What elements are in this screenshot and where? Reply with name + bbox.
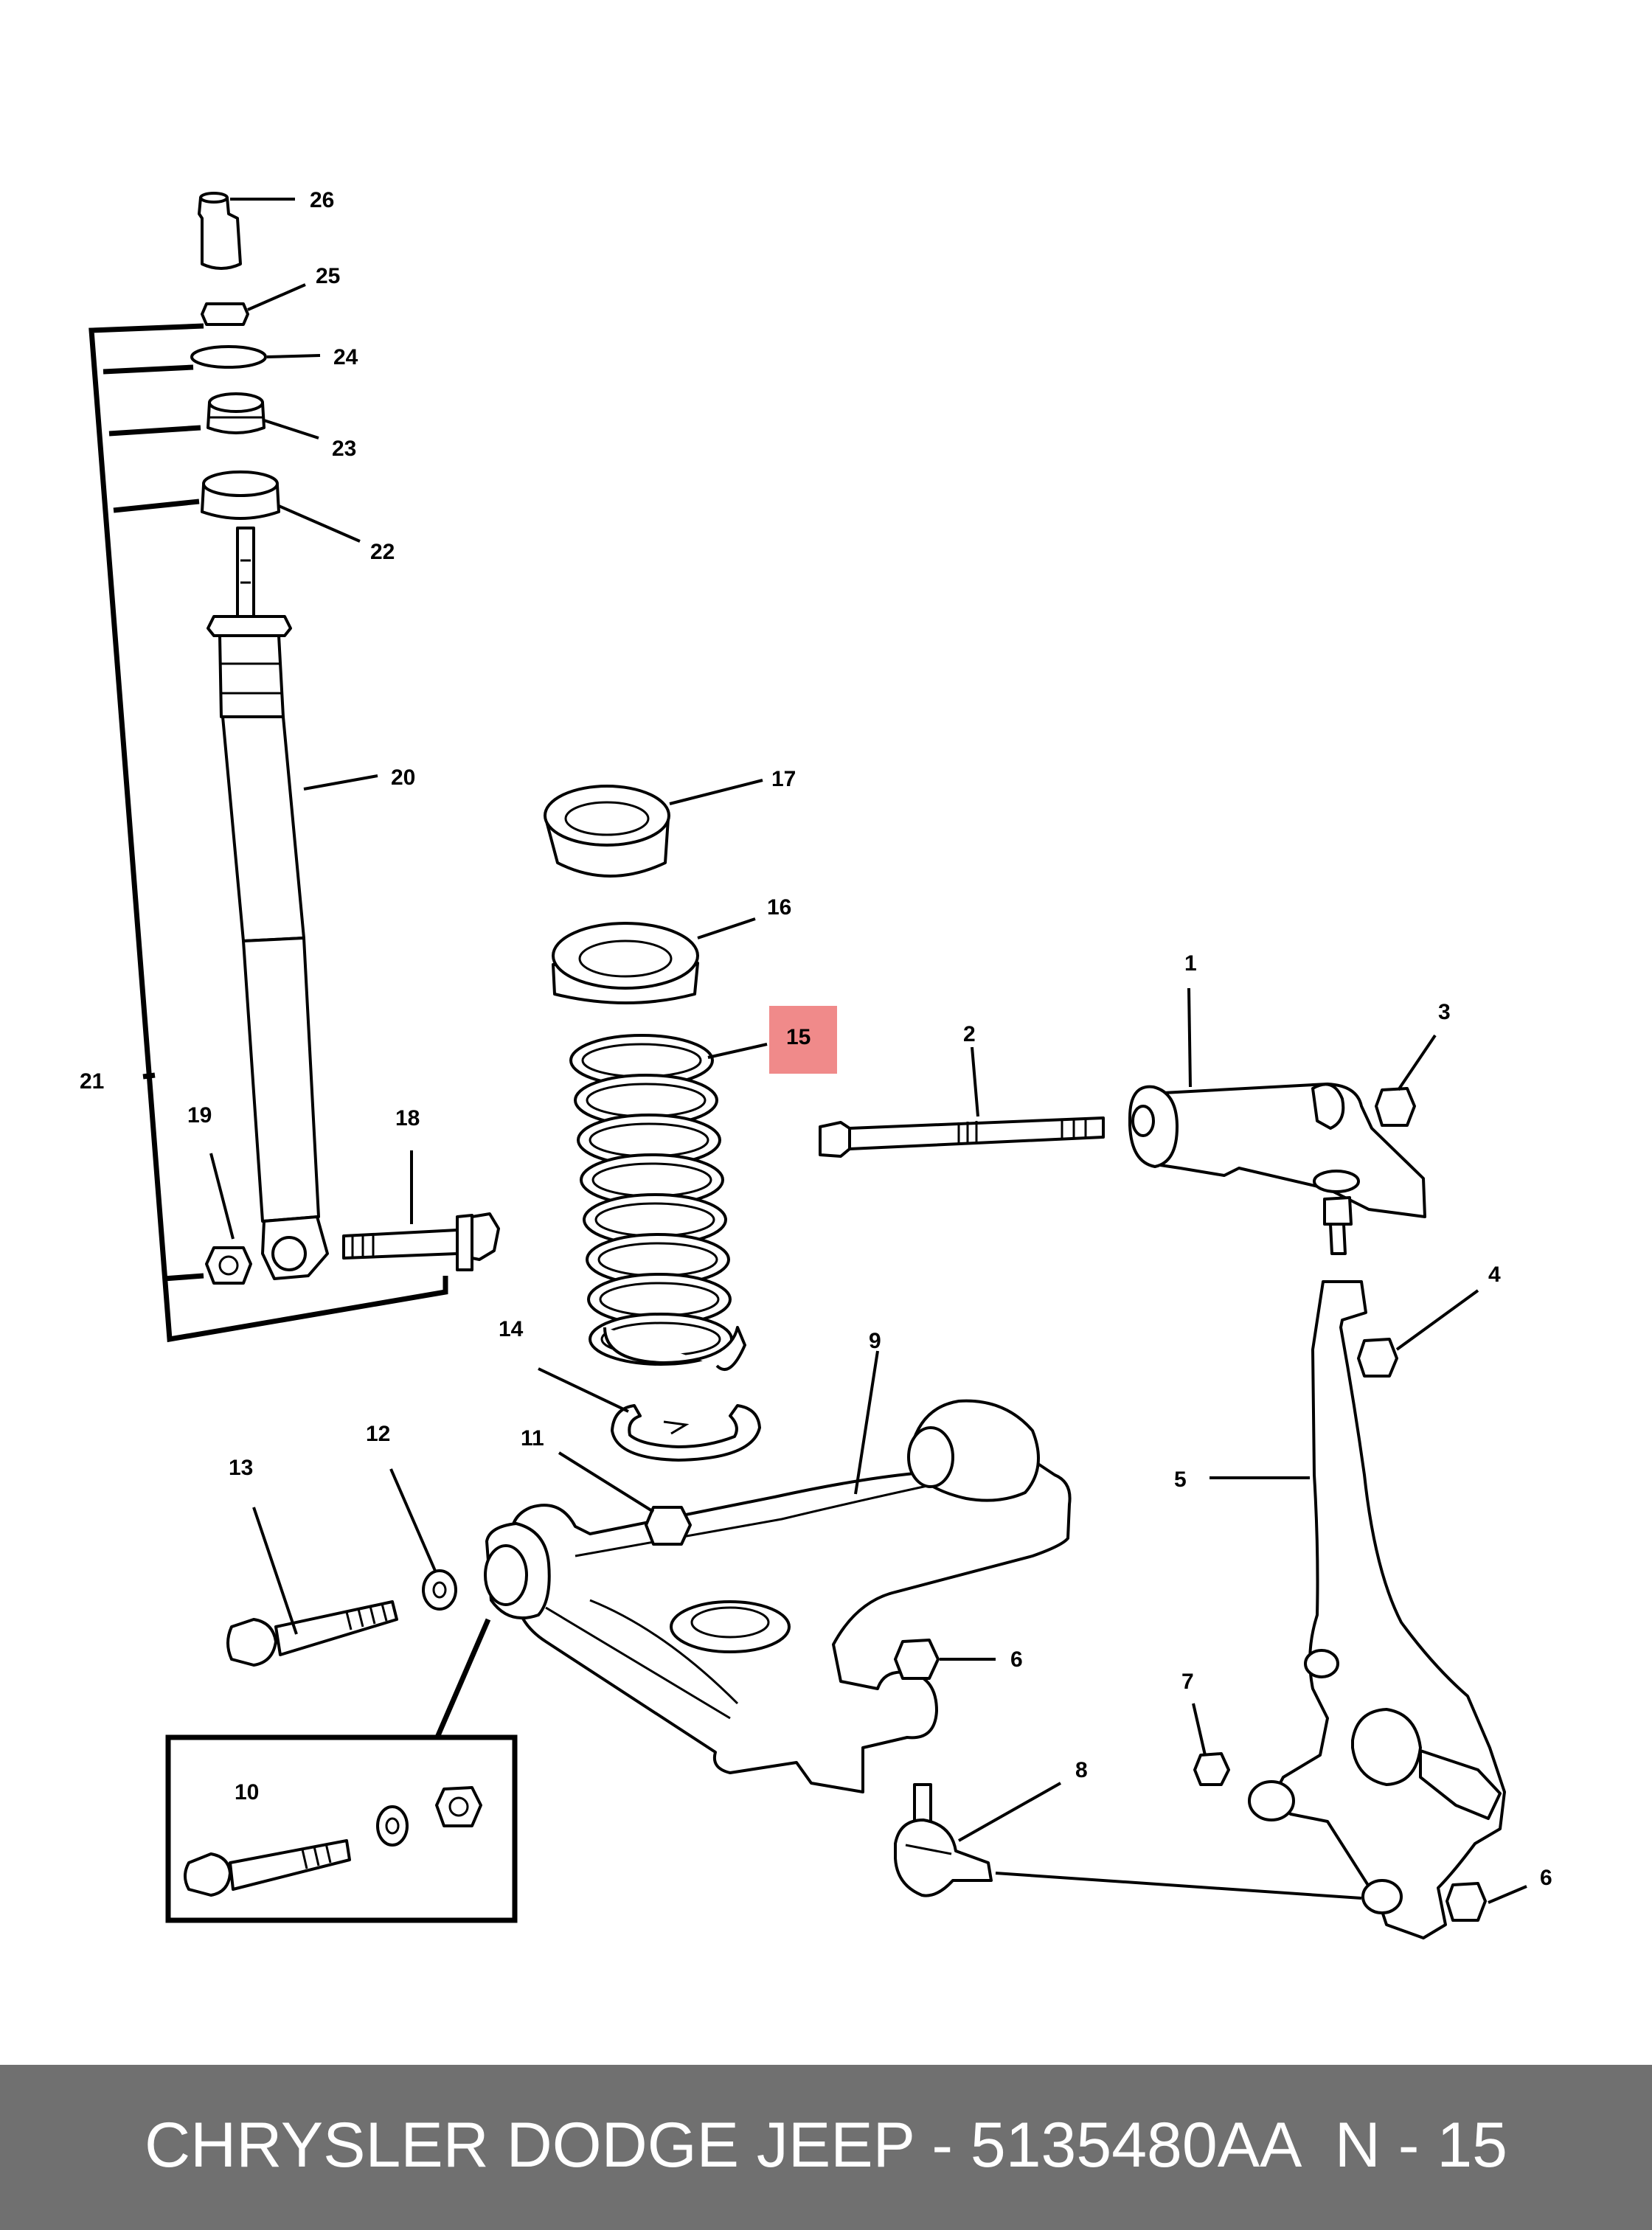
leader-lines: [209, 198, 1527, 1904]
callout-18[interactable]: 18: [395, 1106, 420, 1130]
part-9-lower-control-arm: [484, 1399, 1072, 1793]
part-8-ball-joint: [894, 1783, 993, 1897]
part-13-bolt: [226, 1600, 398, 1667]
callout-13[interactable]: 13: [229, 1456, 253, 1480]
part-22-mount: [201, 470, 280, 520]
part-18-bolt: [342, 1212, 500, 1271]
part-19-nut: [205, 1246, 252, 1285]
part-15-coil-spring: [569, 1034, 746, 1371]
part-6-nut-lower: [1446, 1882, 1487, 1922]
callout-6-upper[interactable]: 6: [1010, 1647, 1023, 1672]
part-12-washer: [422, 1569, 457, 1611]
spring-group: [544, 785, 761, 1462]
callout-7[interactable]: 7: [1181, 1670, 1194, 1694]
part-7-nut: [1193, 1752, 1230, 1786]
part-1-upper-control-arm: [1128, 1083, 1426, 1255]
kit-10-pointer: [434, 1618, 491, 1740]
callout-6-lower[interactable]: 6: [1540, 1866, 1552, 1890]
callout-19[interactable]: 19: [187, 1103, 212, 1128]
part-2-bolt: [819, 1116, 1105, 1158]
part-3-nut: [1375, 1087, 1416, 1127]
part-11-nut: [645, 1506, 692, 1546]
callout-11[interactable]: 11: [521, 1426, 544, 1451]
callout-5[interactable]: 5: [1174, 1467, 1187, 1492]
callout-22[interactable]: 22: [370, 540, 395, 564]
part-10-kit-box: [165, 1734, 518, 1923]
part-24-washer: [190, 345, 267, 369]
callout-16[interactable]: 16: [767, 895, 791, 920]
footer-page-code: N - 15: [1334, 2110, 1507, 2181]
part-5-steering-knuckle: [1248, 1280, 1506, 1939]
callout-2[interactable]: 2: [963, 1022, 976, 1046]
shock-absorber-assembly: [88, 192, 500, 1343]
part-14-snap-ring: [611, 1404, 761, 1462]
callout-4[interactable]: 4: [1488, 1262, 1501, 1287]
callout-8[interactable]: 8: [1075, 1758, 1088, 1782]
callout-12[interactable]: 12: [366, 1422, 390, 1446]
callout-10[interactable]: 10: [235, 1780, 259, 1805]
callout-3[interactable]: 3: [1438, 1000, 1451, 1024]
callout-24[interactable]: 24: [333, 345, 358, 369]
part-17-spring-isolator: [544, 785, 670, 878]
callout-15-highlight: [769, 1006, 837, 1074]
part-20-shock-body: [206, 527, 329, 1280]
callout-23[interactable]: 23: [332, 437, 356, 461]
callout-20[interactable]: 20: [391, 765, 415, 790]
part-4-nut: [1357, 1338, 1398, 1378]
callout-labels: 26 25 24 23 22 20 21 19 18 17 16 15 2 1 …: [80, 188, 1552, 1890]
part-26-bump-cap: [198, 192, 242, 270]
part-6-nut-upper: [894, 1639, 940, 1680]
suspension-exploded-diagram: 26 25 24 23 22 20 21 19 18 17 16 15 2 1 …: [80, 188, 1552, 1939]
part-23-bushing: [206, 392, 266, 434]
part-16-spring-seat: [552, 922, 699, 1004]
part-21-assembly-bracket: [88, 323, 448, 1343]
part-25-nut: [201, 302, 249, 326]
callout-21[interactable]: 21: [80, 1069, 104, 1094]
footer-brand-part-number: CHRYSLER DODGE JEEP - 5135480AA: [145, 2110, 1302, 2181]
callout-14[interactable]: 14: [499, 1317, 524, 1341]
callout-1[interactable]: 1: [1184, 951, 1197, 976]
callout-15[interactable]: 15: [786, 1025, 811, 1049]
footer-bar: CHRYSLER DODGE JEEP - 5135480AA N - 15: [0, 2065, 1652, 2230]
callout-9[interactable]: 9: [869, 1329, 881, 1353]
callout-26[interactable]: 26: [310, 188, 334, 212]
callout-17[interactable]: 17: [771, 767, 796, 791]
callout-25[interactable]: 25: [316, 264, 340, 288]
